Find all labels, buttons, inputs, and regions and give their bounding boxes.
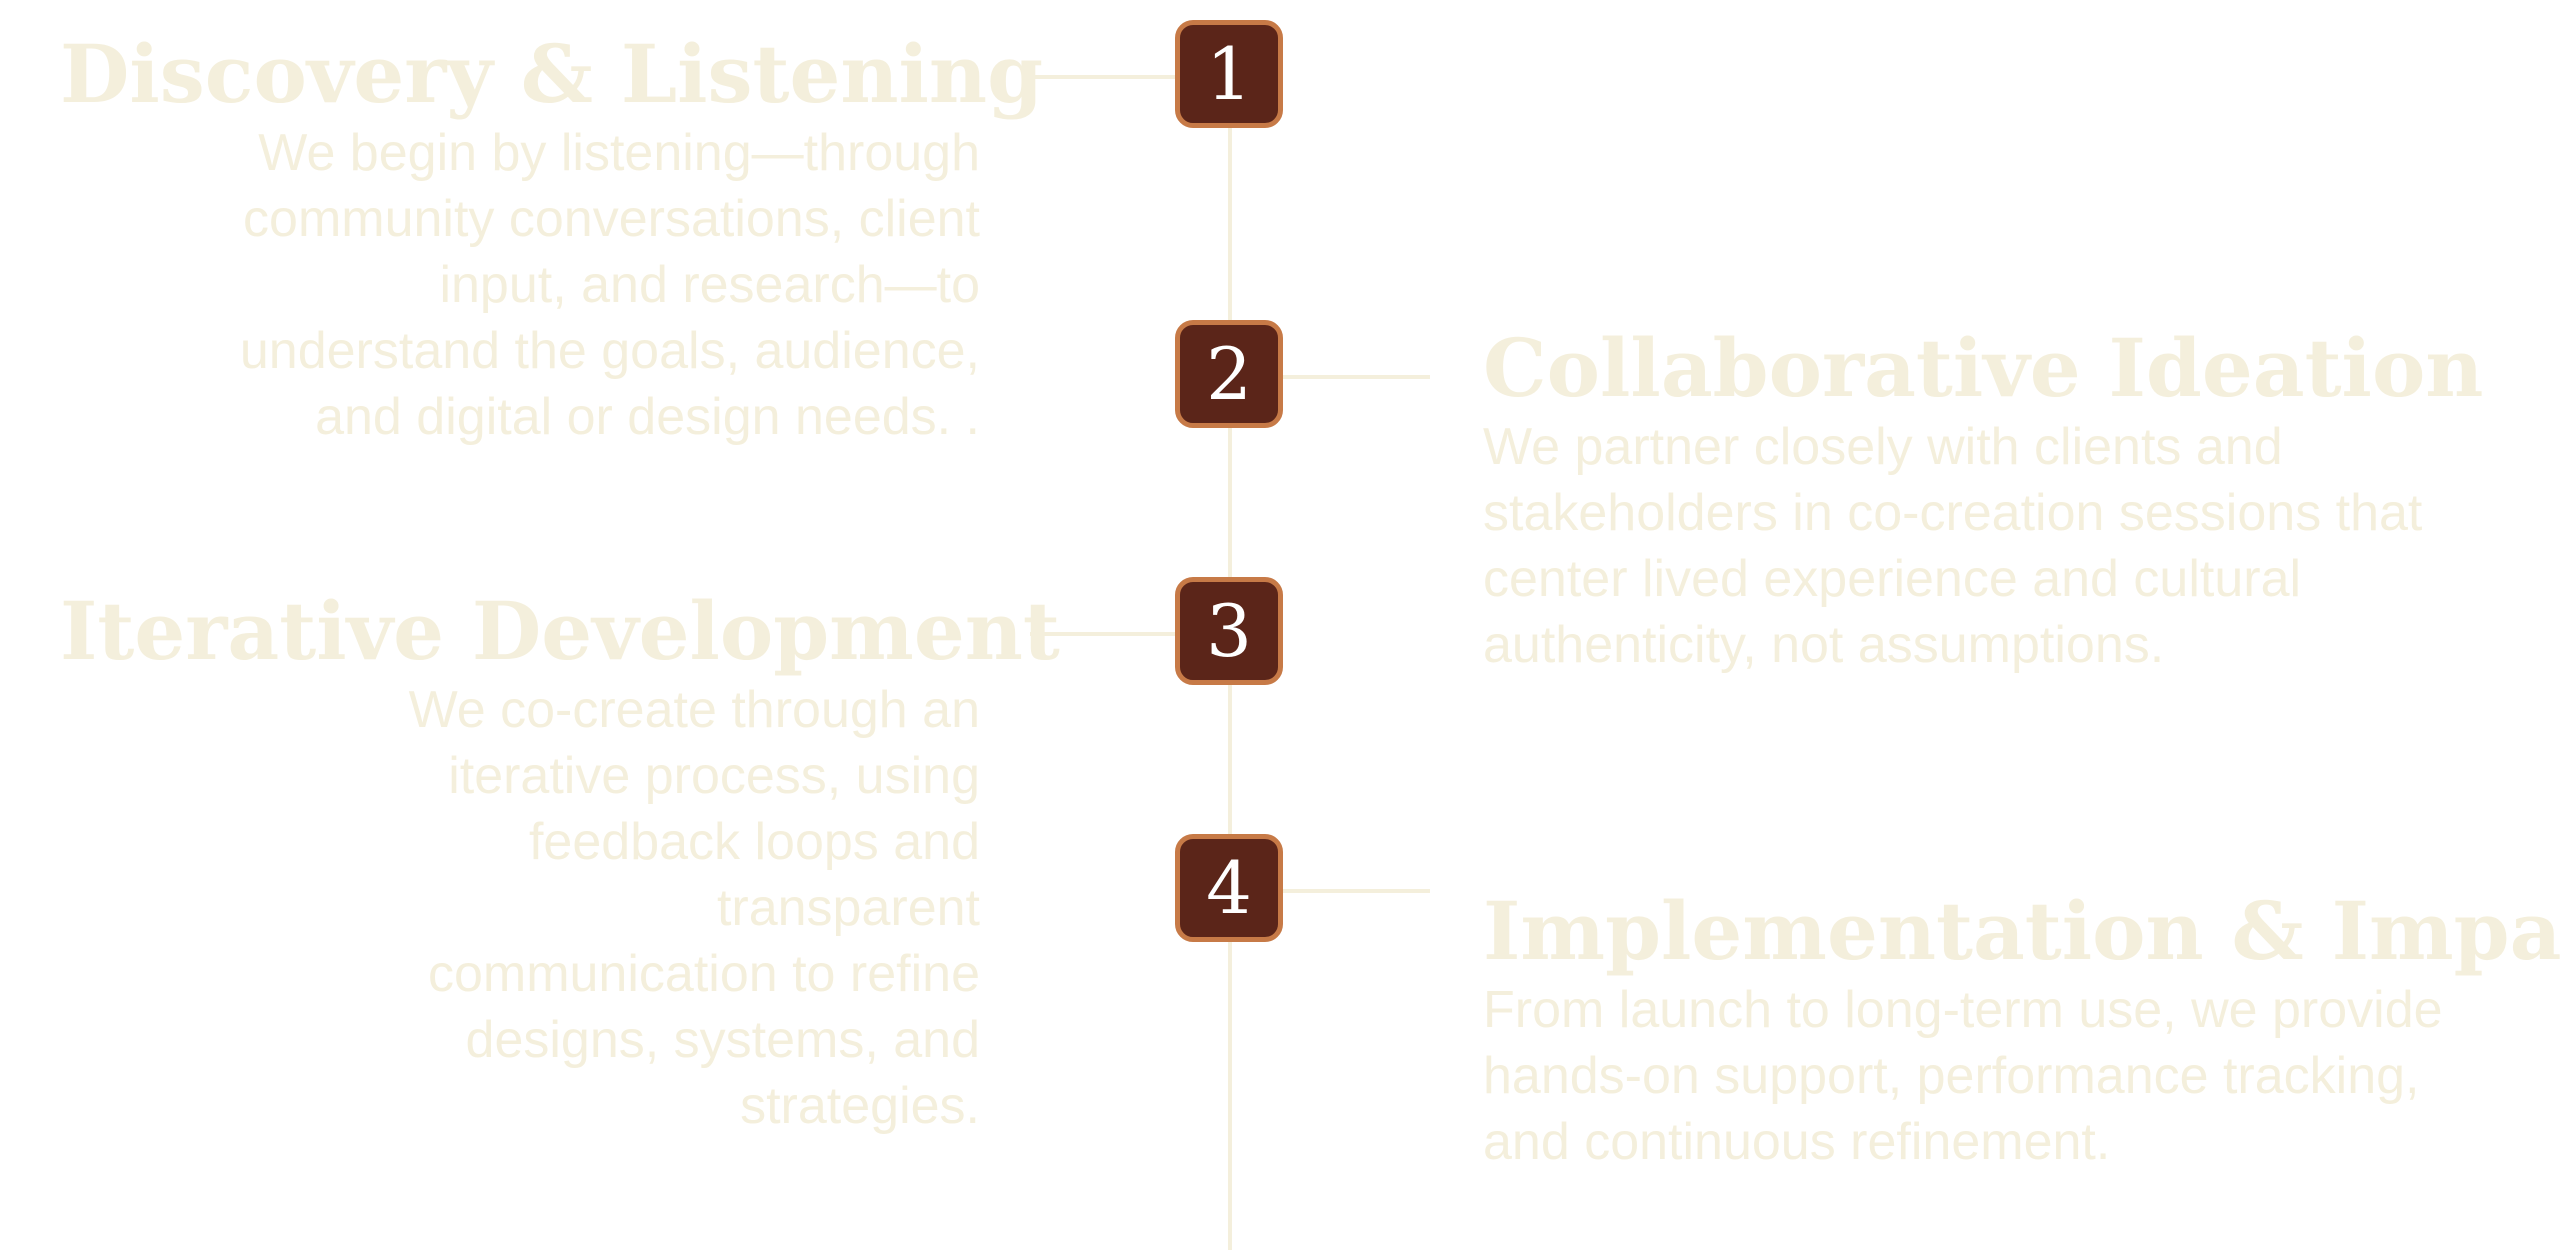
- step-2: Collaborative Ideation We partner closel…: [1483, 322, 2483, 678]
- connector-step-2: [1280, 375, 1430, 379]
- connector-step-3: [1030, 632, 1180, 636]
- step-4-description: From launch to long-term use, we provide…: [1483, 981, 2443, 1171]
- step-2-description: We partner closely with clients and stak…: [1483, 418, 2423, 674]
- step-3-badge: 3: [1175, 577, 1283, 685]
- connector-step-4: [1280, 889, 1430, 893]
- connector-step-1: [1030, 75, 1180, 79]
- step-4-title: Implementation & Impact: [1483, 884, 2560, 978]
- step-2-title: Collaborative Ideation: [1483, 321, 2484, 415]
- step-3-title: Iterative Development: [60, 584, 1060, 678]
- step-4: Implementation & Impact From launch to l…: [1483, 884, 2560, 1175]
- step-1-badge: 1: [1175, 20, 1283, 128]
- step-1-description: We begin by listening—through community …: [239, 124, 980, 446]
- step-4-badge: 4: [1175, 834, 1283, 942]
- step-2-badge: 2: [1175, 320, 1283, 428]
- step-3-description: We co-create through an iterative proces…: [408, 681, 980, 1135]
- step-1: Discovery & Listening We begin by listen…: [60, 27, 1044, 450]
- step-1-title: Discovery & Listening: [60, 27, 1044, 121]
- step-3: Iterative Development We co-create throu…: [60, 584, 1060, 1139]
